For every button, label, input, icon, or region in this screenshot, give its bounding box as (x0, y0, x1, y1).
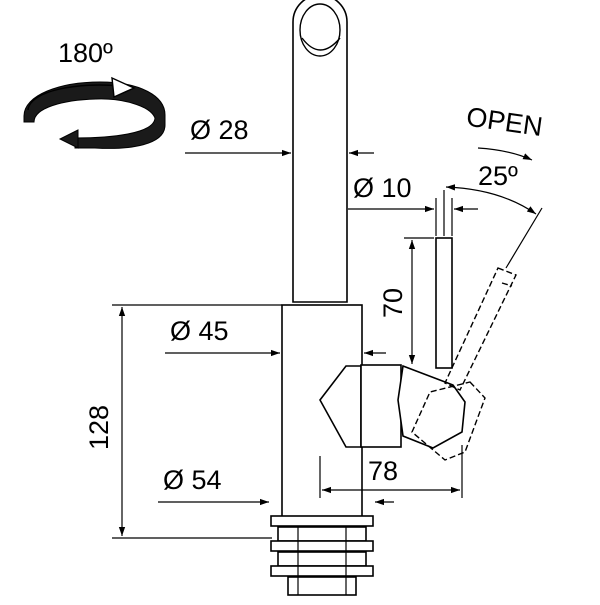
rotation-icon (23, 76, 166, 149)
spout-diameter-label: Ø 28 (190, 115, 249, 145)
lever-reach-dimension (319, 445, 463, 498)
open-angle-dimension (443, 147, 543, 269)
body-height-label: 128 (84, 405, 114, 450)
body-diameter-label: Ø 45 (170, 316, 229, 346)
lever-open-position (411, 267, 517, 461)
open-label: OPEN (465, 102, 545, 142)
open-angle-label: 25º (478, 161, 518, 191)
lever-height-label: 70 (378, 288, 408, 318)
faucet-spout (292, 0, 348, 303)
lever-diameter-label: Ø 10 (353, 173, 412, 203)
lever-height-dimension (404, 237, 434, 364)
lever-reach-label: 78 (368, 456, 398, 486)
body-height-dimension (112, 304, 282, 539)
lever-diameter-dimension (348, 198, 478, 236)
faucet-body (281, 304, 402, 518)
rotation-angle-label: 180º (58, 38, 113, 68)
base-diameter-label: Ø 54 (163, 465, 222, 495)
mounting-base (270, 515, 374, 596)
lever-handle (397, 237, 466, 449)
